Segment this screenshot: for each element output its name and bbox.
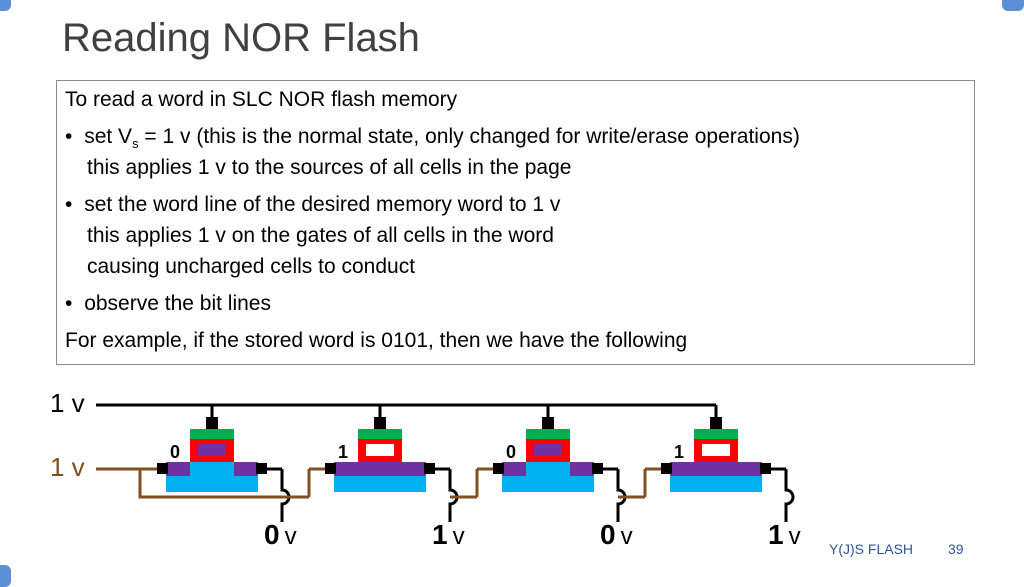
page-number: 39	[948, 541, 964, 557]
bullet-text: observe the bit lines	[84, 292, 271, 315]
drain-terminal	[760, 463, 771, 474]
stored-bit-label: 1	[338, 442, 348, 462]
drain-terminal	[592, 463, 603, 474]
subscript-s: s	[132, 136, 139, 152]
outro-text: For example, if the stored word is 0101,…	[65, 329, 688, 352]
drain-well	[402, 462, 426, 476]
output-value: 1	[432, 519, 448, 550]
intro-text: To read a word in SLC NOR flash memory	[65, 88, 458, 111]
stored-charge	[198, 444, 226, 456]
uncharged-cell-marker	[366, 444, 394, 456]
source-well	[166, 462, 190, 476]
output-value: 1	[768, 519, 784, 550]
output-value: 0	[264, 519, 280, 550]
stored-bit-label: 0	[506, 442, 516, 462]
page-title: Reading NOR Flash	[62, 16, 420, 60]
conducting-channel	[358, 462, 402, 476]
bullet-item-word-line: • set the word line of the desired memor…	[65, 194, 560, 215]
bullet-text: set the word line of the desired memory …	[84, 193, 561, 216]
output-unit: v	[285, 523, 297, 550]
control-gate	[358, 429, 402, 439]
output-unit: v	[453, 523, 465, 550]
gate-terminal	[542, 417, 554, 429]
source-line-voltage-label: 1 v	[50, 452, 85, 482]
source-terminal	[661, 463, 672, 474]
bullet-continuation: causing uncharged cells to conduct	[87, 255, 416, 278]
stored-bit-label: 1	[674, 442, 684, 462]
corner-decoration-top-right	[1002, 0, 1024, 11]
bullet-continuation: this applies 1 v on the gates of all cel…	[87, 224, 554, 247]
source-well	[334, 462, 358, 476]
gate-terminal	[374, 417, 386, 429]
source-terminal	[157, 463, 168, 474]
output-value: 0	[600, 519, 616, 550]
gate-terminal	[710, 417, 722, 429]
stored-charge	[534, 444, 562, 456]
bullet-glyph: •	[65, 193, 73, 216]
bullet-text-continued: = 1 v (this is the normal state, only ch…	[138, 125, 800, 148]
uncharged-cell-marker	[702, 444, 730, 456]
drain-well	[738, 462, 762, 476]
conducting-channel	[694, 462, 738, 476]
control-gate	[526, 429, 570, 439]
diagram-wiring	[96, 403, 716, 499]
drain-terminal	[424, 463, 435, 474]
stored-bit-label: 0	[170, 442, 180, 462]
bullet-glyph: •	[65, 292, 73, 315]
corner-decoration-top-left	[0, 0, 11, 11]
control-gate	[694, 429, 738, 439]
output-unit: v	[789, 523, 801, 550]
word-line-voltage-label: 1 v	[50, 388, 85, 418]
drain-terminal	[256, 463, 267, 474]
bullet-item-observe: • observe the bit lines	[65, 293, 271, 314]
output-unit: v	[621, 523, 633, 550]
control-gate	[190, 429, 234, 439]
explanation-box: To read a word in SLC NOR flash memory •…	[56, 80, 975, 365]
bit-line	[784, 469, 795, 522]
bullet-glyph: •	[65, 125, 73, 148]
bullet-continuation: this applies 1 v to the sources of all c…	[87, 156, 572, 179]
source-well	[670, 462, 694, 476]
bullet-item-set-vs: • set Vs = 1 v (this is the normal state…	[65, 126, 800, 150]
source-line	[96, 467, 282, 499]
source-well	[502, 462, 526, 476]
source-terminal	[325, 463, 336, 474]
bullet-text: set V	[84, 125, 133, 148]
drain-well	[234, 462, 258, 476]
footer-title: Y(J)S FLASH	[829, 541, 914, 557]
gate-terminal	[206, 417, 218, 429]
source-terminal	[493, 463, 504, 474]
drain-well	[570, 462, 594, 476]
